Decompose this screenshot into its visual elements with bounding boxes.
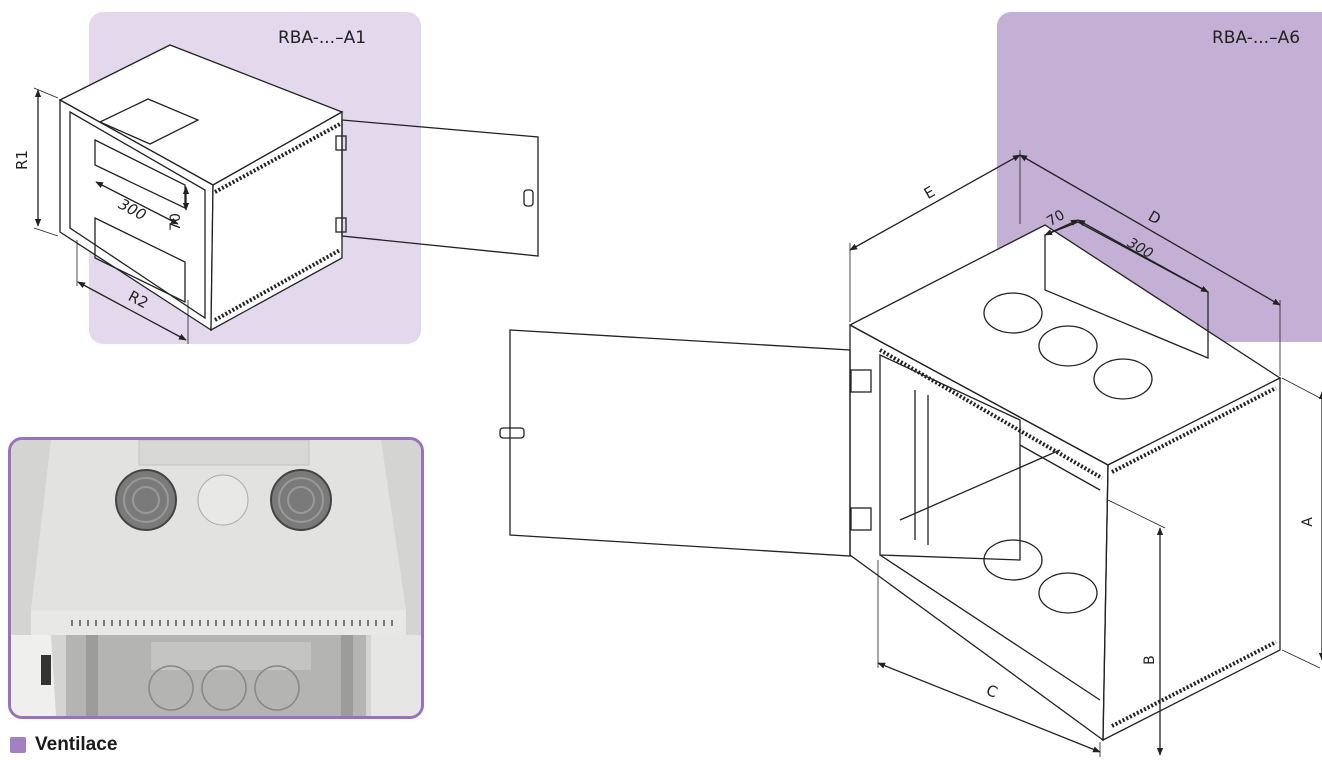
a6-cabinet-drawing — [499, 150, 1322, 757]
model-label-a6: RBA-...–A6 — [1212, 28, 1301, 48]
a1-cabinet-drawing — [33, 44, 539, 344]
dim-r2-label: R2 — [125, 287, 151, 312]
dim-c-label: C — [984, 681, 1000, 702]
ventilation-photo-drawing — [11, 440, 421, 716]
dim-a6-slot-width-label: 300 — [1124, 235, 1155, 262]
legend-swatch — [10, 737, 26, 753]
legend-label: Ventilace — [35, 734, 118, 755]
dim-a-label: A — [1300, 517, 1316, 527]
dim-a1-slot-depth-label: 70 — [168, 213, 184, 231]
legend: Ventilace — [10, 734, 117, 756]
dim-d-label: D — [1145, 207, 1164, 228]
dim-a6-slot-depth-label: 70 — [1044, 207, 1067, 230]
model-label-a1: RBA-...–A1 — [278, 28, 367, 48]
dim-r1-label: R1 — [13, 150, 31, 170]
dim-b-label: B — [1142, 655, 1158, 665]
dim-e-label: E — [921, 183, 938, 203]
ventilation-photo — [8, 437, 424, 719]
